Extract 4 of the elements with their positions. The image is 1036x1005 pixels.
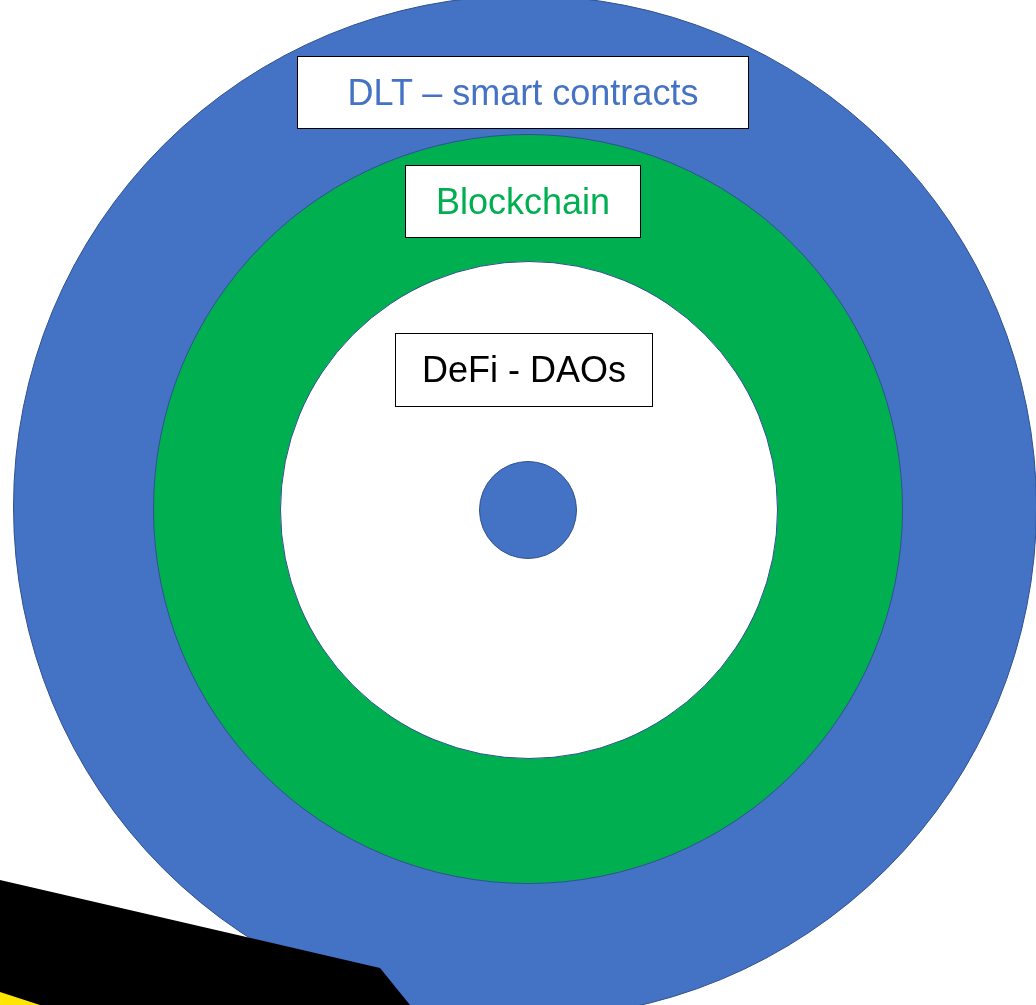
ring-region xyxy=(13,0,1036,1005)
ring-label: Blockchain xyxy=(405,165,641,238)
ring-label: DLT – smart contracts xyxy=(297,56,749,129)
ring-label: DeFi - DAOs xyxy=(395,333,653,407)
